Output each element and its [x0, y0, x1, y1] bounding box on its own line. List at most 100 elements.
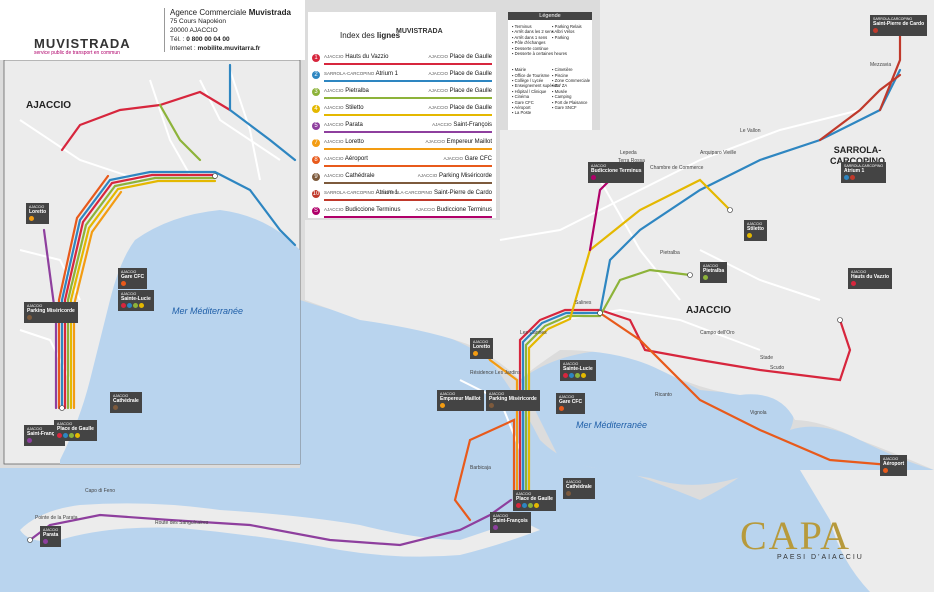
terminus-city: AJACCIO: [591, 164, 607, 168]
line-destination-stop: Empereur Maillot: [446, 139, 492, 145]
terminus-name: Saint-François: [27, 431, 62, 437]
terminus-city: AJACCIO: [121, 292, 137, 296]
line-destination-stop: Place de Gaulle: [449, 105, 492, 111]
line-dot: [883, 468, 888, 473]
line-destination-city: AJACCIO: [428, 71, 448, 76]
street-label: Résidence Les Jardins: [470, 370, 521, 376]
terminus-line-dots: [844, 174, 883, 181]
terminus-line-dots: [473, 350, 490, 357]
line-dot: [563, 373, 568, 378]
legend-item: ▪ Piscine: [552, 72, 569, 78]
terminus-line-dots: [591, 174, 641, 181]
index-logo: MUVISTRADA: [396, 28, 443, 35]
terminus-city: AJACCIO: [43, 528, 59, 532]
line-number-badge: 4: [312, 105, 320, 113]
terminus-name: Parata: [43, 532, 59, 538]
terminus-city: AJACCIO: [516, 492, 532, 496]
line-number-badge: 3: [312, 88, 320, 96]
legend-item: ▪ Office de Tourisme: [512, 72, 550, 78]
line-destination-stop: Place de Gaulle: [449, 54, 492, 60]
terminus-name: Budiccione Terminus: [591, 168, 642, 174]
line-origin: AJACCIO Stiletto: [324, 105, 364, 111]
agency-tel[interactable]: 0 800 00 04 00: [186, 36, 230, 43]
street-label: Mezzavia: [870, 62, 892, 68]
city-label-ajaccio-main: AJACCIO: [686, 305, 732, 316]
line-dot: [516, 503, 521, 508]
terminus-name: Place de Gaulle: [57, 426, 94, 432]
line-origin-stop: Atrium 1: [375, 71, 398, 77]
line-dot: [63, 433, 68, 438]
line-origin: AJACCIO Budiccione Terminus: [324, 207, 400, 213]
terminus-city: AJACCIO: [57, 422, 73, 426]
terminus-line-dots: [489, 402, 537, 409]
line-origin-stop: Atrium 1: [375, 190, 398, 196]
legend-title: Légende: [508, 12, 592, 20]
line-dot: [29, 216, 34, 221]
terminus-line-dots: [121, 280, 144, 287]
terminus-line-dots: [27, 314, 75, 321]
agency-name-prefix: Agence Commerciale: [170, 8, 249, 17]
line-dot: [528, 503, 533, 508]
legend-item: ▪ Zone Commerciale: [552, 78, 591, 83]
line-origin-city: SARROLA-CARCOPINO: [324, 190, 375, 195]
legend-item: ▪ Enseignement supérieur: [512, 83, 561, 89]
terminus-line-dots: [747, 232, 764, 239]
agency-info: Agence Commerciale Muvistrada 75 Cours N…: [170, 8, 291, 53]
agency-web-link[interactable]: mobilite.muvitarra.fr: [197, 45, 261, 52]
line-dot: [522, 503, 527, 508]
terminus-city: AJACCIO: [121, 270, 137, 274]
line-origin: AJACCIO Loretto: [324, 139, 364, 145]
line-color-bar: [324, 216, 492, 218]
line-dot: [569, 373, 574, 378]
terminus-name: Saint-François: [493, 518, 528, 524]
line-destination: AJACCIO Place de Gaulle: [428, 105, 492, 111]
terminus-name: Sainte-Lucie: [563, 366, 593, 372]
line-dot: [559, 406, 564, 411]
terminus-city: AJACCIO: [113, 394, 129, 398]
terminus-city: AJACCIO: [851, 270, 867, 274]
index-title: Index des lignes: [340, 31, 400, 40]
line-dot: [844, 175, 849, 180]
line-destination-city: AJACCIO: [428, 88, 448, 93]
legend-item: ▪ Desserte à certaines heures: [512, 51, 568, 56]
line-color-bar: [324, 131, 492, 133]
land-main: [305, 0, 934, 470]
terminus-city: AJACCIO: [27, 304, 43, 308]
line-origin-stop: Pietralba: [345, 88, 369, 94]
terminus-city: AJACCIO: [27, 427, 43, 431]
line-destination: AJACCIO Place de Gaulle: [428, 54, 492, 60]
line-dot: [440, 403, 445, 408]
terminus-line-dots: [121, 302, 151, 309]
terminus-line-dots: [493, 524, 528, 531]
index-line-row: 4 AJACCIO Stiletto AJACCIO Place de Gaulle: [312, 105, 494, 118]
sea-label-inset: Mer Méditerranée: [172, 306, 244, 316]
line-destination-city: AJACCIO: [417, 173, 438, 178]
line-origin-city: AJACCIO: [324, 54, 344, 59]
terminus-line-dots: [559, 405, 582, 412]
line-color-bar: [324, 97, 492, 99]
line-dot: [69, 433, 74, 438]
line-origin-city: AJACCIO: [324, 139, 344, 144]
street-label: Arquiparo Vieille: [700, 150, 737, 156]
terminus-name: Gare CFC: [121, 274, 145, 280]
brand-tagline: service public de transport en commun: [34, 50, 120, 56]
line-destination-stop: Place de Gaulle: [449, 88, 492, 94]
legend-item: ▪ Musée: [552, 88, 568, 94]
terminus-city: SARROLA-CARCOPINO: [844, 164, 884, 168]
line-destination: AJACCIO Empereur Maillot: [425, 139, 492, 145]
main-routes: [28, 28, 902, 547]
line-dot: [575, 373, 580, 378]
legend-item: ▪ Cimetière: [552, 67, 573, 73]
line-number-badge: 10: [312, 190, 320, 198]
